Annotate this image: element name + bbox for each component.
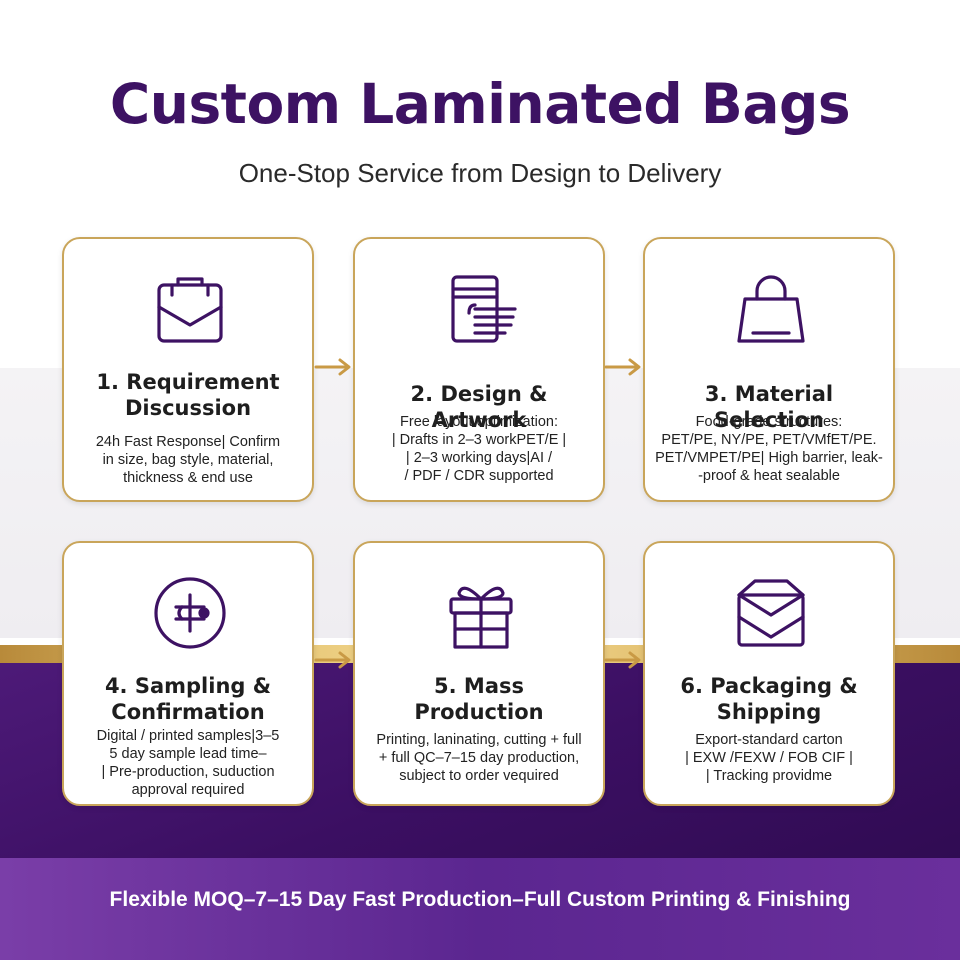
step-description: Food-grade structures: PET/PE, NY/PE, PE… [655, 414, 883, 484]
step-card-requirement: 1. Requirement Discussion 24h Fast Respo… [62, 237, 314, 502]
arrow-right-icon [604, 357, 644, 377]
step-card-design: 2. Design & Artwork Free layout optimiza… [353, 237, 605, 502]
step-description: Free layout optimization: | Drafts in 2–… [391, 414, 567, 484]
arrow-right-icon [314, 650, 354, 670]
step-description: Digital / printed samples|3–5 5 day samp… [96, 728, 280, 798]
step-description: Export-standard carton | EXW /FEXW / FOB… [685, 732, 853, 784]
step-card-material: 3. Material Selection Food-grade structu… [643, 237, 895, 502]
step-title: 2. Design & Artwork [410, 382, 548, 432]
step-card-production: 5. Mass Production Printing, laninating,… [353, 541, 605, 806]
document-layout-icon [441, 269, 521, 349]
page-subtitle: One-Stop Service from Design to Delivery [238, 158, 722, 188]
package-box-icon [731, 573, 811, 653]
step-description: 24h Fast Response| Confirm in size, bag … [95, 434, 281, 486]
footer-tagline: Flexible MOQ–7–15 Day Fast Production–Fu… [109, 888, 851, 911]
step-title: 3. Material Selection [704, 382, 834, 432]
step-title: 4. Sampling & Confirmation [104, 674, 272, 724]
step-title: 1. Requirement Discussion [96, 370, 280, 420]
handbag-icon [731, 269, 811, 349]
step-description: Printing, laninating, cutting + full + f… [376, 732, 582, 784]
step-title: 5. Mass Production [414, 674, 544, 724]
step-card-sampling: 4. Sampling & Confirmation Digital / pri… [62, 541, 314, 806]
step-card-shipping: 6. Packaging & Shipping Export-standard … [643, 541, 895, 806]
arrow-right-icon [604, 650, 644, 670]
gift-box-icon [441, 573, 521, 653]
footer-banner [0, 858, 960, 960]
step-title: 6. Packaging & Shipping [680, 674, 858, 724]
shopping-bag-envelope-icon [150, 269, 230, 349]
page-title: Custom Laminated Bags [109, 72, 851, 136]
sample-check-circle-icon [150, 573, 230, 653]
arrow-right-icon [314, 357, 354, 377]
